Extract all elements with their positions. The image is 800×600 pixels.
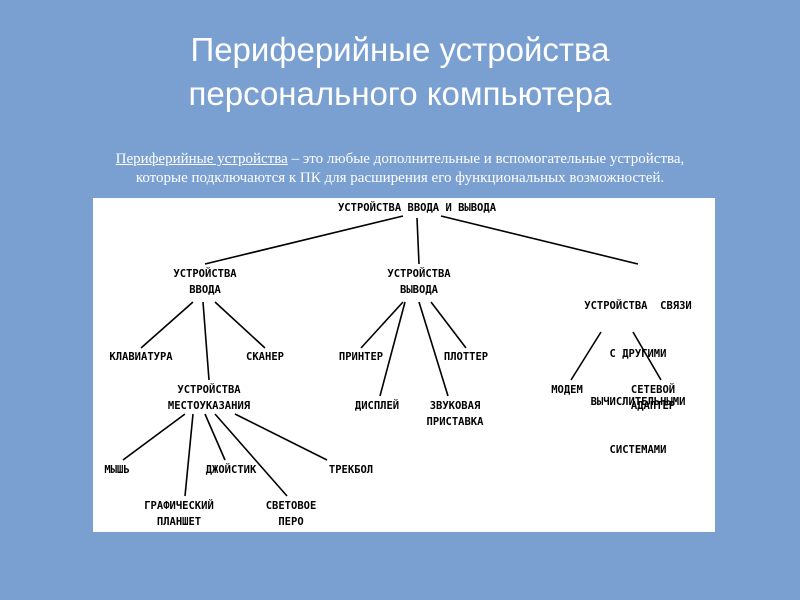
node-scanner: СКАНЕР (246, 351, 284, 363)
edge-root-comm (440, 215, 639, 265)
node-printer: ПРИНТЕР (338, 351, 384, 363)
slide-title-line1: Периферийные устройства (190, 31, 610, 68)
definition-term: Периферийные устройства (115, 151, 288, 167)
connector-lines (122, 215, 662, 497)
node-joystick: ДЖОЙСТИК (205, 464, 257, 476)
node-light-pen: СВЕТОВОЕ ПЕРО (265, 500, 317, 528)
edge-root-input (204, 215, 404, 265)
definition-line1: – это любые дополнительные и вспомогател… (287, 151, 685, 167)
edge-pointing-tablet (184, 413, 194, 497)
edge-input-pointing (202, 301, 210, 381)
edge-output-sound (418, 301, 449, 397)
device-hierarchy-diagram: УСТРОЙСТВА ВВОДА И ВЫВОДА УСТРОЙСТВА ВВО… (93, 198, 715, 532)
edge-pointing-mouse (122, 413, 186, 461)
node-graphics-tablet: ГРАФИЧЕСКИЙ ПЛАНШЕТ (144, 500, 214, 528)
slide-title-line2: персонального компьютера (188, 75, 612, 112)
node-plotter: ПЛОТТЕР (443, 351, 489, 363)
definition-line2: которые подключаются к ПК для расширения… (135, 170, 665, 186)
edge-comm-network (632, 331, 662, 381)
edge-input-scanner (214, 301, 266, 349)
edge-comm-modem (570, 331, 602, 381)
node-keyboard: КЛАВИАТУРА (109, 351, 173, 363)
edge-root-output (416, 217, 420, 265)
slide-title: Периферийные устройства персонального ко… (0, 28, 800, 116)
edge-input-keyboard (140, 301, 194, 349)
edge-pointing-lightpen (214, 413, 288, 497)
definition-text: Периферийные устройства – это любые допо… (0, 150, 800, 188)
edge-output-printer (360, 301, 404, 349)
node-communication-devices: УСТРОЙСТВА СВЯЗИ С ДРУГИМИ ВЫЧИСЛИТЕЛЬНЫ… (584, 300, 692, 456)
edge-output-display (379, 301, 406, 397)
node-sound-card: ЗВУКОВАЯ ПРИСТАВКА (426, 400, 484, 428)
node-modem: МОДЕМ (551, 384, 583, 396)
node-trackball: ТРЕКБОЛ (328, 464, 374, 476)
edge-pointing-trackball (234, 413, 328, 461)
node-mouse: МЫШЬ (104, 464, 130, 476)
edge-pointing-joystick (204, 413, 226, 461)
node-network-adapter: СЕТЕВОЙ АДАПТЕР (630, 384, 676, 412)
node-output-devices: УСТРОЙСТВА ВЫВОДА (387, 268, 451, 296)
node-root: УСТРОЙСТВА ВВОДА И ВЫВОДА (337, 202, 497, 214)
edge-output-plotter (430, 301, 467, 349)
node-input-devices: УСТРОЙСТВА ВВОДА (173, 268, 237, 296)
node-display: ДИСПЛЕЙ (354, 400, 400, 412)
node-pointing-devices: УСТРОЙСТВА МЕСТОУКАЗАНИЯ (167, 384, 251, 412)
